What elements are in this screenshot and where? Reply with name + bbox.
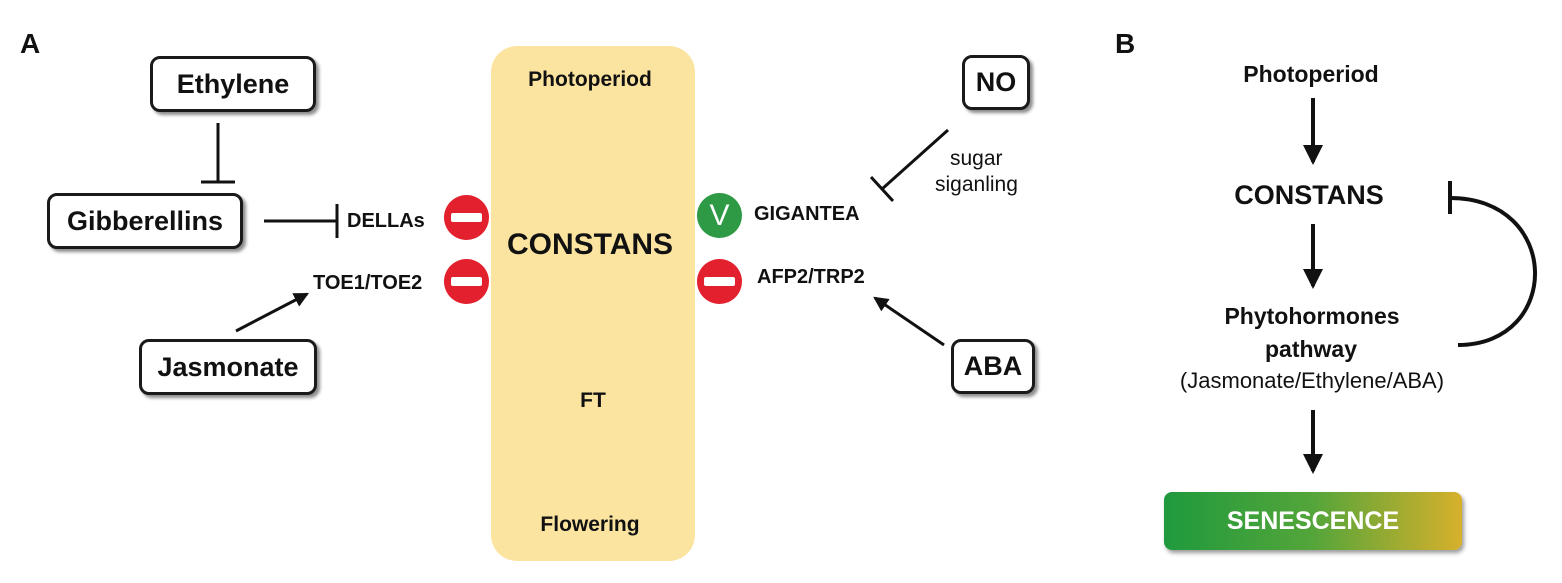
- b-feedback-inhibition: [1448, 181, 1537, 347]
- senescence-box: SENESCENCE: [1164, 492, 1462, 550]
- constans-pathway-column: [491, 46, 695, 561]
- panel-a-label: A: [20, 28, 41, 59]
- toe-stop-icon: [444, 259, 489, 304]
- gibberellins-inhibit-dellas: [264, 204, 339, 238]
- b-hormones-list-label: (Jasmonate/Ethylene/ABA): [1179, 368, 1445, 393]
- no-box: NO: [962, 55, 1030, 110]
- signaling-label: siganling: [935, 173, 1018, 196]
- no-inhibits-gigantea: [869, 128, 949, 203]
- photoperiod-label: Photoperiod: [528, 68, 652, 91]
- jasmonate-box: Jasmonate: [139, 339, 317, 395]
- gibberellins-box: Gibberellins: [47, 193, 243, 249]
- gigantea-check-icon: V: [697, 193, 742, 238]
- ft-label: FT: [580, 389, 606, 412]
- flowering-label: Flowering: [540, 513, 640, 536]
- toe-label: TOE1/TOE2: [313, 272, 423, 294]
- afp2-stop-icon: [697, 259, 742, 304]
- constans-label: CONSTANS: [506, 228, 674, 261]
- aba-box: ABA: [951, 339, 1035, 394]
- b-photoperiod-label: Photoperiod: [1243, 61, 1379, 87]
- aba-activates-afp2: [873, 296, 945, 347]
- afp2-trp2-label: AFP2/TRP2: [757, 266, 865, 288]
- b-constans-label: CONSTANS: [1234, 180, 1384, 210]
- panel-b-label: B: [1115, 28, 1136, 59]
- dellas-stop-icon: [444, 195, 489, 240]
- gigantea-label: GIGANTEA: [754, 203, 860, 225]
- b-pathway-label: pathway: [1264, 336, 1358, 362]
- ethylene-box: Ethylene: [150, 56, 316, 112]
- b-phytohormones-label: Phytohormones: [1224, 303, 1400, 329]
- dellas-label: DELLAs: [347, 210, 425, 232]
- jasmonate-activates-toe: [235, 292, 309, 333]
- sugar-label: sugar: [950, 147, 1003, 170]
- ethylene-inhibits-gibberellins: [201, 123, 235, 184]
